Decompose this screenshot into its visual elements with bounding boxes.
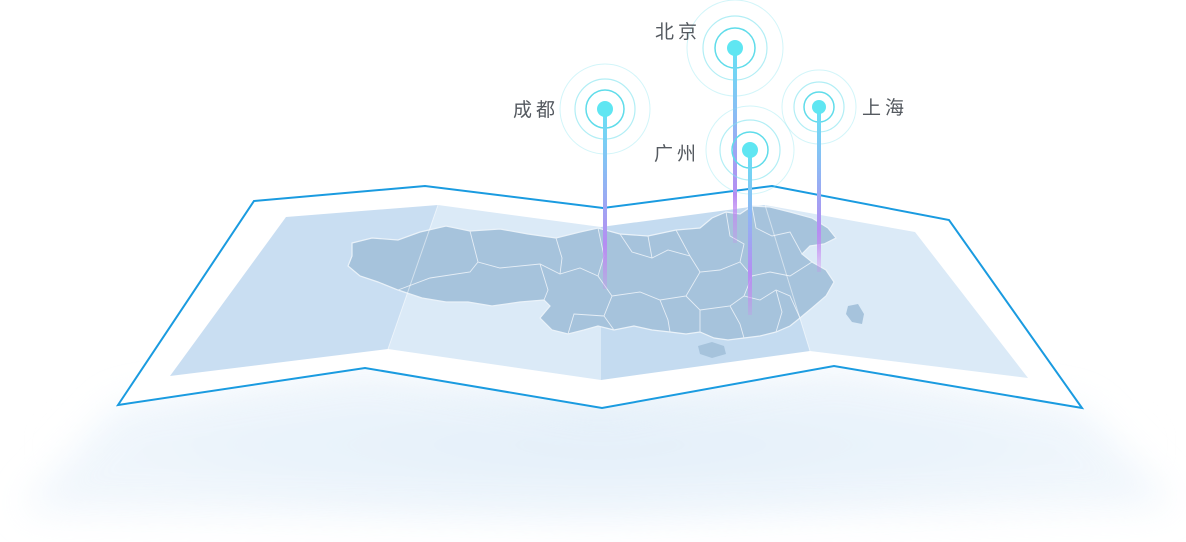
- pin-stem: [817, 107, 821, 272]
- pin-stem: [603, 109, 607, 289]
- taiwan-island: [846, 304, 864, 324]
- hainan-island: [698, 342, 726, 358]
- marker-guangzhou[interactable]: 广州: [654, 105, 795, 315]
- pin-stem: [733, 48, 737, 243]
- map-pin-icon: [597, 101, 613, 117]
- marker-chengdu[interactable]: 成都: [513, 63, 651, 289]
- map-panel-4: [765, 205, 1028, 378]
- map-pin-icon: [742, 142, 758, 158]
- map-pin-icon: [727, 40, 743, 56]
- map-shadow: [20, 366, 1175, 520]
- marker-label-shanghai: 上海: [862, 97, 908, 119]
- pin-stem: [748, 150, 752, 315]
- map-pin-icon: [812, 100, 826, 114]
- fold-lines: [387, 204, 811, 352]
- marker-beijing[interactable]: 北京: [655, 0, 784, 243]
- marker-label-chengdu: 成都: [513, 99, 559, 121]
- marker-shanghai[interactable]: 上海: [781, 69, 908, 272]
- marker-label-beijing: 北京: [655, 21, 701, 43]
- marker-label-guangzhou: 广州: [654, 143, 700, 165]
